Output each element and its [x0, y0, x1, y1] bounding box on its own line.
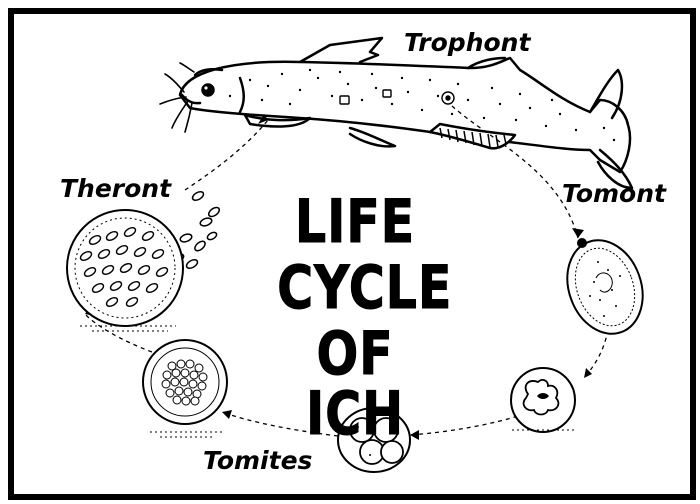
- diagram-title: LIFE CYCLE OF ICH: [260, 192, 450, 450]
- dividing-cyst-large: [143, 340, 227, 437]
- title-line-2: CYCLE: [277, 258, 433, 318]
- catfish-illustration: [180, 38, 632, 188]
- label-tomont: Tomont: [562, 181, 666, 206]
- title-line-3: OF ICH: [277, 324, 433, 444]
- theront-cyst: [67, 210, 183, 331]
- tomont-cyst: [555, 230, 655, 345]
- label-trophont: Trophont: [404, 30, 530, 55]
- dividing-cyst-small: [511, 368, 575, 432]
- title-line-1: LIFE: [277, 192, 433, 252]
- label-theront: Theront: [60, 176, 171, 201]
- label-tomites: Tomites: [203, 448, 312, 473]
